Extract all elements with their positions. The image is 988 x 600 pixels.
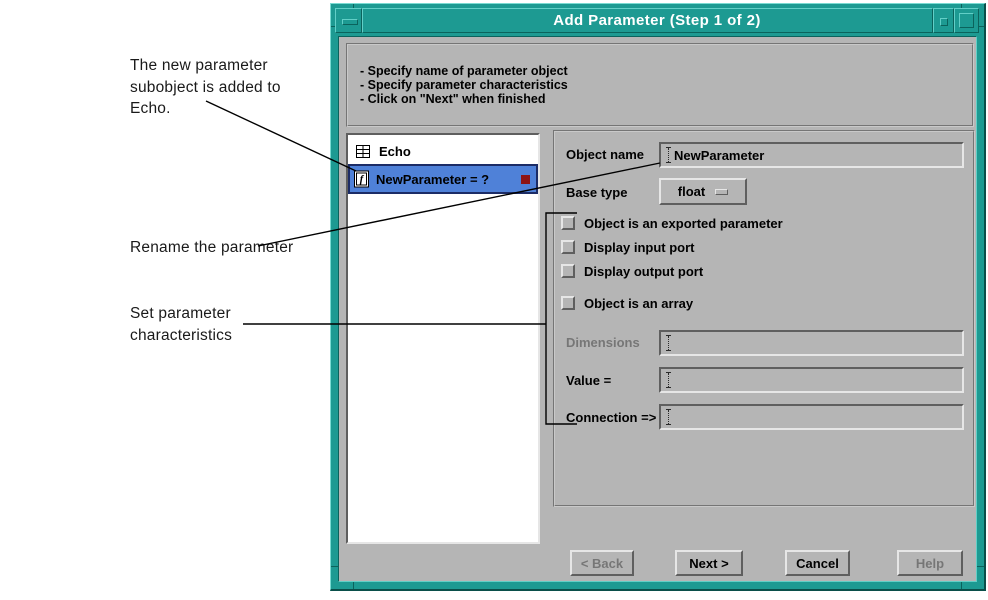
back-button: < Back bbox=[570, 550, 634, 576]
checkbox-indicator[interactable] bbox=[561, 264, 575, 278]
checkbox-indicator[interactable] bbox=[561, 296, 575, 310]
checkbox-label: Display output port bbox=[584, 263, 704, 279]
grid-object-icon bbox=[356, 144, 370, 158]
checkbox-indicator[interactable] bbox=[561, 240, 575, 254]
list-item-label: NewParameter = ? bbox=[376, 171, 490, 187]
base-type-label: Base type bbox=[566, 185, 628, 200]
checkbox-exported-parameter[interactable]: Object is an exported parameter bbox=[561, 215, 783, 231]
text-cursor-icon bbox=[665, 147, 672, 163]
list-root-label: Echo bbox=[379, 143, 411, 159]
instructions-panel: - Specify name of parameter object - Spe… bbox=[346, 43, 974, 127]
checkbox-object-is-array[interactable]: Object is an array bbox=[561, 295, 693, 311]
titlebar-drag-area[interactable] bbox=[362, 8, 933, 33]
maximize-icon bbox=[959, 13, 974, 28]
minimize-button[interactable] bbox=[933, 8, 954, 33]
checkbox-display-input-port[interactable]: Display input port bbox=[561, 239, 695, 255]
frame-notch bbox=[961, 4, 962, 8]
window-menu-icon bbox=[342, 19, 358, 25]
frame-notch bbox=[331, 566, 338, 567]
text-cursor-icon bbox=[665, 409, 672, 425]
text-cursor-icon bbox=[665, 372, 672, 388]
object-name-input[interactable]: NewParameter bbox=[659, 142, 964, 168]
modified-status-square bbox=[521, 174, 530, 184]
instruction-line: - Click on "Next" when finished bbox=[360, 92, 546, 106]
object-list-panel: Echo f NewParameter = ? bbox=[346, 133, 540, 544]
value-input[interactable] bbox=[659, 367, 964, 393]
option-menu-indicator-icon bbox=[715, 188, 729, 195]
value-label: Value = bbox=[566, 373, 612, 388]
checkbox-indicator[interactable] bbox=[561, 216, 575, 230]
parameter-form-panel: Object name NewParameter Base type float… bbox=[553, 130, 975, 507]
next-button[interactable]: Next > bbox=[675, 550, 743, 576]
dialog-content: - Specify name of parameter object - Spe… bbox=[338, 36, 977, 582]
checkbox-display-output-port[interactable]: Display output port bbox=[561, 263, 703, 279]
callout-rename-note: Rename the parameter bbox=[130, 239, 294, 256]
list-item-new-parameter[interactable]: f NewParameter = ? bbox=[348, 164, 538, 194]
help-button: Help bbox=[897, 550, 963, 576]
add-parameter-window: Add Parameter (Step 1 of 2) - Specify na… bbox=[330, 3, 986, 591]
frame-notch bbox=[353, 582, 354, 589]
dimensions-input bbox=[659, 330, 964, 356]
callout-new-parameter-note: The new parameter subobject is added to … bbox=[130, 57, 281, 117]
minimize-icon bbox=[940, 18, 948, 26]
checkbox-label: Object is an array bbox=[584, 295, 694, 311]
base-type-value: float bbox=[677, 184, 706, 199]
frame-notch bbox=[331, 26, 338, 27]
connection-label: Connection => bbox=[566, 410, 657, 425]
dimensions-label: Dimensions bbox=[566, 335, 640, 350]
checkbox-label: Object is an exported parameter bbox=[584, 215, 783, 231]
text-cursor-icon bbox=[665, 335, 672, 351]
object-name-label: Object name bbox=[566, 147, 645, 162]
frame-notch bbox=[977, 566, 984, 567]
cancel-button[interactable]: Cancel bbox=[785, 550, 850, 576]
instruction-line: - Specify name of parameter object bbox=[360, 64, 568, 78]
frame-notch bbox=[961, 582, 962, 589]
instruction-line: - Specify parameter characteristics bbox=[360, 78, 568, 92]
connection-input[interactable] bbox=[659, 404, 964, 430]
checkbox-label: Display input port bbox=[584, 239, 695, 255]
base-type-option-menu[interactable]: float bbox=[659, 178, 747, 205]
parameter-field-icon: f bbox=[354, 170, 369, 188]
callout-characteristics-note: Set parameter characteristics bbox=[130, 305, 233, 344]
frame-notch bbox=[977, 26, 984, 27]
list-root-echo[interactable]: Echo bbox=[351, 139, 411, 163]
frame-notch bbox=[353, 4, 354, 8]
window-menu-button[interactable] bbox=[335, 8, 362, 33]
object-name-value: NewParameter bbox=[674, 147, 765, 163]
titlebar[interactable]: Add Parameter (Step 1 of 2) bbox=[335, 8, 979, 33]
maximize-button[interactable] bbox=[954, 8, 979, 33]
